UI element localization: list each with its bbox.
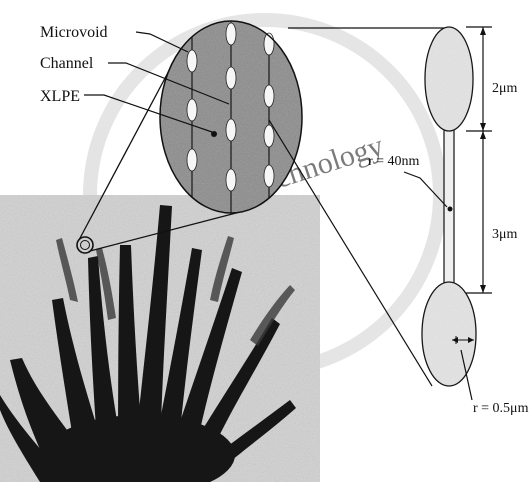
void-channel-schematic <box>422 27 476 386</box>
microvoid <box>226 169 236 191</box>
microvoid <box>187 50 197 72</box>
microvoid <box>226 23 236 45</box>
microvoid <box>264 125 274 147</box>
dim-arrow-icon <box>480 131 486 139</box>
microvoid <box>264 165 274 187</box>
label-dim-mid: 3μm <box>492 227 518 242</box>
label-xlpe: XLPE <box>40 88 80 105</box>
label-microvoid: Microvoid <box>40 24 108 41</box>
label-radius-void: r = 0.5μm <box>473 401 529 416</box>
tree-photo <box>0 195 320 482</box>
magnified-region <box>160 21 302 215</box>
microvoid <box>264 85 274 107</box>
label-dim-top: 2μm <box>492 81 518 96</box>
dim-arrow-icon <box>480 27 486 35</box>
label-channel: Channel <box>40 55 94 72</box>
microvoid <box>226 67 236 89</box>
label-radius-channel: r = 40nm <box>368 154 420 169</box>
microvoid <box>187 99 197 121</box>
dim-arrow-icon <box>480 285 486 293</box>
dim-arrow-icon <box>480 123 486 131</box>
microvoid <box>226 119 236 141</box>
neck-point-dot <box>448 207 453 212</box>
microvoid <box>187 149 197 171</box>
